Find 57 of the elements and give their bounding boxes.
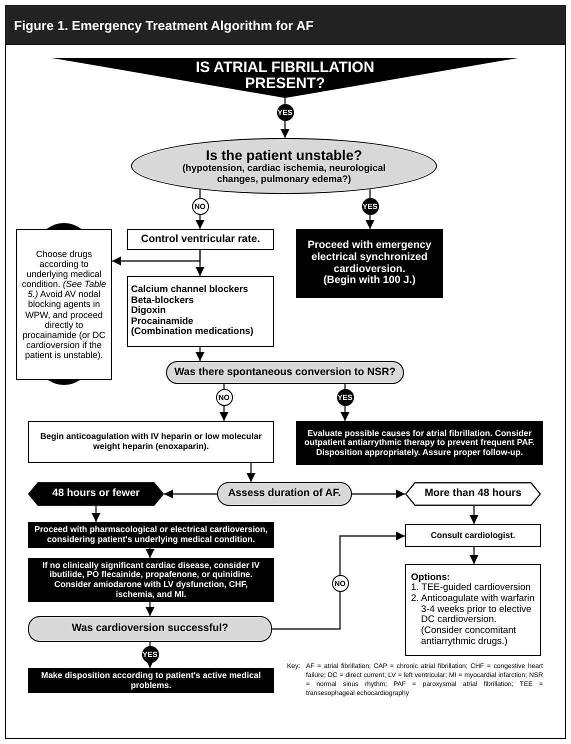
decision-pill <box>217 482 352 506</box>
process-box <box>127 229 274 250</box>
node-text: Begin anticoagulation with IV heparin or low molecular weight heparin (enoxaparin). <box>39 432 263 452</box>
node-subtext: (Begin with 100 J.) <box>323 275 416 287</box>
option-item: 1. TEE-guided cardioversion <box>411 583 531 594</box>
branch-hexagon <box>405 482 541 506</box>
decision-pill <box>28 616 272 642</box>
node-text: Make disposition according to patient's active medical problems. <box>40 670 262 690</box>
process-box <box>405 524 541 547</box>
node-text: Consult cardiologist. <box>430 530 516 540</box>
node-text: Was cardioversion successful? <box>72 623 228 635</box>
list-item: (Combination medications) <box>131 327 254 338</box>
action-box <box>296 229 443 298</box>
option-item: 2. Anticoagulate with warfarin 3-4 weeks prior to elective DC cardioversion. (Consider concomitant antiarrythmic drugs.) <box>411 594 535 648</box>
list-item: Digoxin <box>131 306 166 317</box>
branch-hexagon <box>28 482 164 506</box>
list-item: Procainamide <box>131 316 194 327</box>
list-item: Beta-blockers <box>131 296 194 306</box>
note-box <box>16 229 112 380</box>
figure-title: Figure 1. Emergency Treatment Algorithm for AF <box>14 18 314 33</box>
arrow <box>164 490 217 498</box>
action-box <box>28 558 274 602</box>
node-text: If no clinically significant cardiac disease, consider IV ibutilide, PO flecainide, propafenone, or quinidine. Consider amiodarone with LV dysfunction, CHF, ischemia, and MI. <box>41 560 261 600</box>
drug-list-box <box>127 276 274 347</box>
node-text: Is the patient unstable? <box>206 146 362 164</box>
node-text: Choose drugs according to underlying medical condition. (See Table 5.) Avoid AV nodal blocking agents in WPW, and proceed directly to procainamide (or DC cardioversion if the patient is unstable). <box>20 249 108 360</box>
node-text: More than 48 hours <box>424 488 522 500</box>
list-item: Calcium channel blockers <box>131 284 248 296</box>
arrow <box>92 506 100 522</box>
arrow <box>340 384 350 421</box>
node-text: 48 hours or fewer <box>52 488 140 500</box>
action-box <box>28 522 274 548</box>
decision-pill <box>166 361 404 384</box>
arrow <box>470 506 478 524</box>
arrow <box>196 347 204 361</box>
action-box <box>28 668 274 693</box>
node-text: Was there spontaneous conversion to NSR? <box>174 366 396 378</box>
node-text: Proceed with pharmacological or electrical cardioversion, considering patient's underlying medical condition. <box>34 525 268 545</box>
arrow <box>272 532 405 630</box>
options-box <box>405 564 541 656</box>
node-subtext: (hypotension, cardiac ischemia, neurological changes, pulmonary edema?) <box>181 164 387 186</box>
arrow <box>146 602 154 616</box>
arrow <box>246 463 256 482</box>
action-box <box>296 421 543 465</box>
node-text: Control ventricular rate. <box>140 234 260 246</box>
arrow <box>470 547 478 564</box>
arrow <box>352 490 405 498</box>
arrow <box>196 250 204 276</box>
process-box <box>28 421 274 463</box>
node-text: Proceed with emergency electrical synchronized cardioversion. <box>306 240 432 275</box>
node-text: Evaluate possible causes for atrial fibrillation. Consider outpatient antiarrythmic therapy to prevent frequent PAF. Disposition appropriately. Assure proper follow-up. <box>303 428 536 458</box>
arrow <box>196 189 204 229</box>
decision-triangle <box>52 58 518 98</box>
options-heading: Options: <box>411 572 450 583</box>
arrow <box>146 548 154 558</box>
node-text: Assess duration of AF. <box>228 488 341 500</box>
node-text: IS ATRIAL FIBRILLATION PRESENT? <box>194 60 376 92</box>
